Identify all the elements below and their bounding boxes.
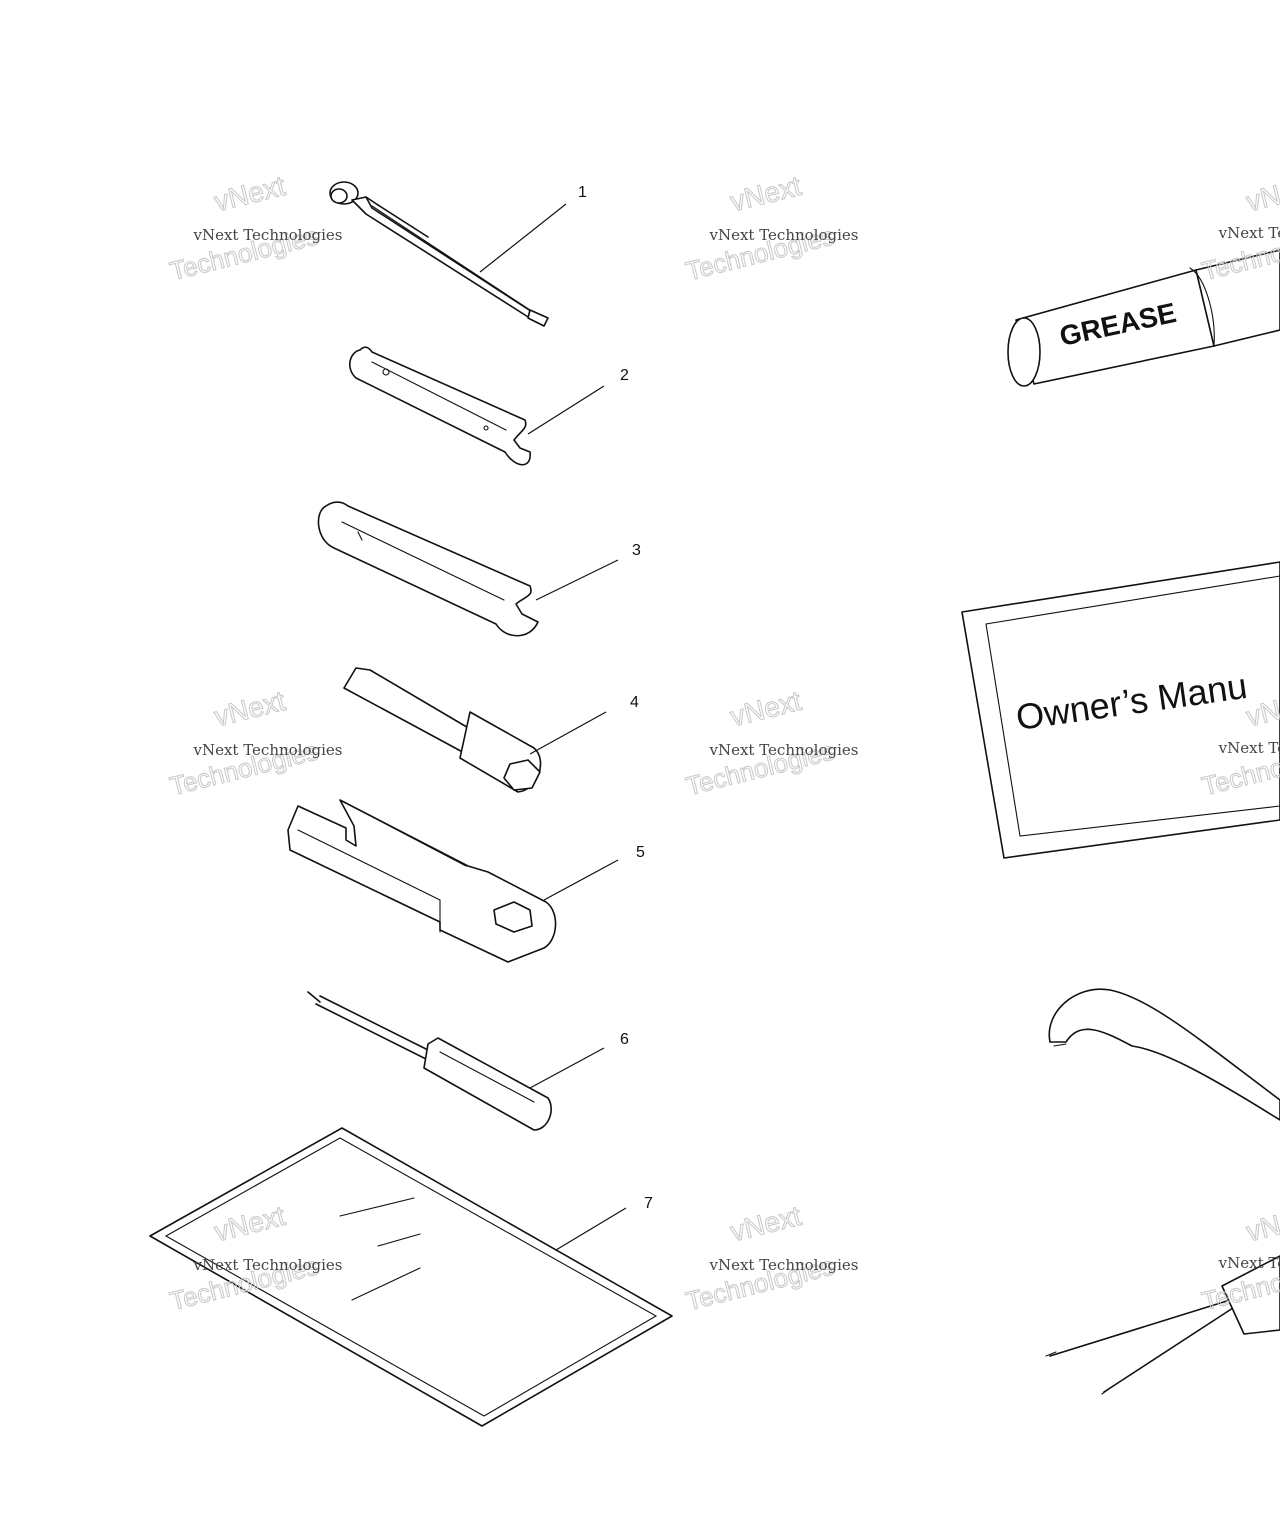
svg-text:vNext Technologies: vNext Technologies (708, 226, 858, 244)
callouts: 1 2 3 4 5 6 7 (479, 184, 653, 1251)
svg-text:vNext Technologies: vNext Technologies (708, 1256, 858, 1274)
spanner-wrench-part (1048, 988, 1280, 1121)
callout-5: 5 (636, 844, 645, 861)
owners-manual-part: Owner’s Manu (961, 561, 1280, 859)
wire-connector-part (1045, 1255, 1280, 1395)
svg-text:vNext Technologies: vNext Technologies (708, 741, 858, 759)
svg-text:vNext: vNext (727, 170, 804, 217)
svg-text:vNext Te: vNext Te (1218, 224, 1280, 242)
callout-4: 4 (630, 694, 639, 711)
svg-text:vNext Technologies: vNext Technologies (192, 1256, 342, 1274)
svg-text:vNext Technologies: vNext Technologies (192, 741, 342, 759)
socket-wrench-part (343, 667, 542, 793)
callout-2: 2 (620, 367, 629, 384)
callout-3: 3 (632, 542, 641, 559)
svg-text:vNext: vNext (211, 170, 288, 217)
svg-text:vNex: vNex (1243, 172, 1280, 218)
svg-text:vNext Te: vNext Te (1218, 739, 1280, 757)
svg-text:vNext Technologies: vNext Technologies (192, 226, 342, 244)
grease-tube-part: GREASE (1007, 249, 1280, 387)
svg-text:vNext Te: vNext Te (1218, 1254, 1280, 1272)
callout-6: 6 (620, 1031, 629, 1048)
svg-text:vNext: vNext (727, 685, 804, 732)
spark-plug-wrench-part (287, 799, 557, 963)
screwdriver-part (307, 991, 552, 1131)
callout-1: 1 (578, 184, 587, 201)
callout-7: 7 (644, 1195, 653, 1212)
svg-text:vNex: vNex (1243, 1202, 1280, 1248)
document-pouch-part (149, 1127, 673, 1427)
svg-text:vNext: vNext (211, 685, 288, 732)
large-wrench-part (317, 501, 539, 637)
pressure-gauge-part (329, 181, 549, 327)
small-wrench-part (348, 346, 531, 466)
svg-text:vNext: vNext (727, 1200, 804, 1247)
